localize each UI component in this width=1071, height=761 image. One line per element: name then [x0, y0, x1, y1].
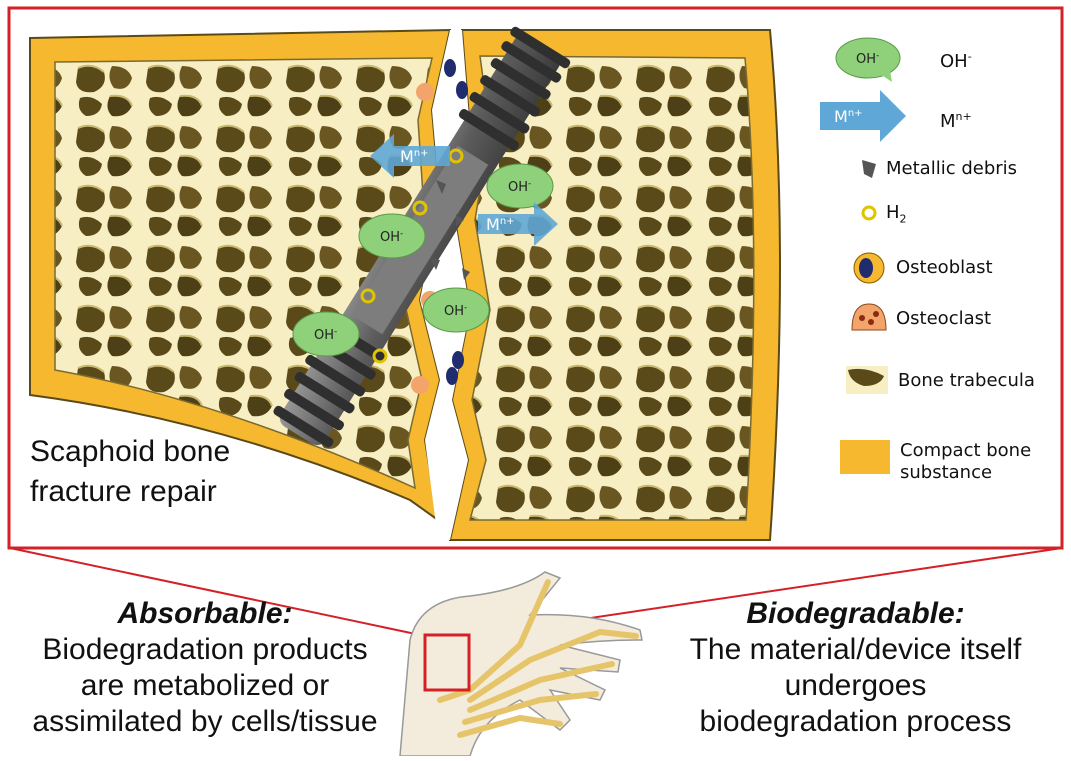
- inset-title: Scaphoid bone fracture repair: [30, 432, 230, 512]
- osteoblast-icon: [854, 253, 884, 283]
- caption-absorbable: Absorbable: Biodegradation products are …: [0, 596, 410, 740]
- bone-trabecula-icon: [846, 366, 888, 394]
- oh-bubble-label: OH-: [314, 327, 337, 343]
- oh-bubble: OH-: [359, 214, 425, 258]
- caption-absorbable-line3: assimilated by cells/tissue: [0, 704, 410, 740]
- oh-bubble-label: OH-: [444, 303, 467, 319]
- caption-biodegradable-line2: undergoes: [640, 668, 1071, 704]
- legend-metal-ion-label: Mn+: [940, 106, 972, 133]
- oh-bubble: OH-: [423, 288, 489, 332]
- hand-illustration: [400, 572, 642, 756]
- caption-absorbable-line2: are metabolized or: [0, 668, 410, 704]
- oh-bubble: OH-: [293, 312, 359, 356]
- oh-bubble-label: OH-: [380, 229, 403, 245]
- oh-bubble: OH-: [487, 164, 553, 208]
- legend-compact-bone-line2: substance: [900, 462, 1031, 484]
- legend-bone-trabecula-label: Bone trabecula: [898, 370, 1035, 392]
- inset-title-line1: Scaphoid bone: [30, 432, 230, 472]
- legend-osteoclast-label: Osteoclast: [896, 308, 991, 330]
- caption-absorbable-heading: Absorbable:: [0, 596, 410, 632]
- legend-compact-bone-line1: Compact bone: [900, 440, 1031, 462]
- legend-osteoblast-label: Osteoblast: [896, 257, 993, 279]
- legend-compact-bone-label: Compact bone substance: [900, 440, 1031, 484]
- compact-bone-icon: [840, 440, 890, 474]
- legend-oh-bubble-label: OH-: [856, 51, 879, 67]
- legend-oh-label: OH-: [940, 46, 972, 73]
- caption-biodegradable-heading: Biodegradable:: [640, 596, 1071, 632]
- oh-bubble-label: OH-: [508, 179, 531, 195]
- caption-biodegradable-line3: biodegradation process: [640, 704, 1071, 740]
- caption-biodegradable-line1: The material/device itself: [640, 632, 1071, 668]
- legend-h2-label: H2: [886, 202, 907, 231]
- caption-absorbable-line1: Biodegradation products: [0, 632, 410, 668]
- legend-metallic-debris-label: Metallic debris: [886, 158, 1017, 180]
- caption-biodegradable: Biodegradable: The material/device itsel…: [640, 596, 1071, 740]
- inset-title-line2: fracture repair: [30, 472, 230, 512]
